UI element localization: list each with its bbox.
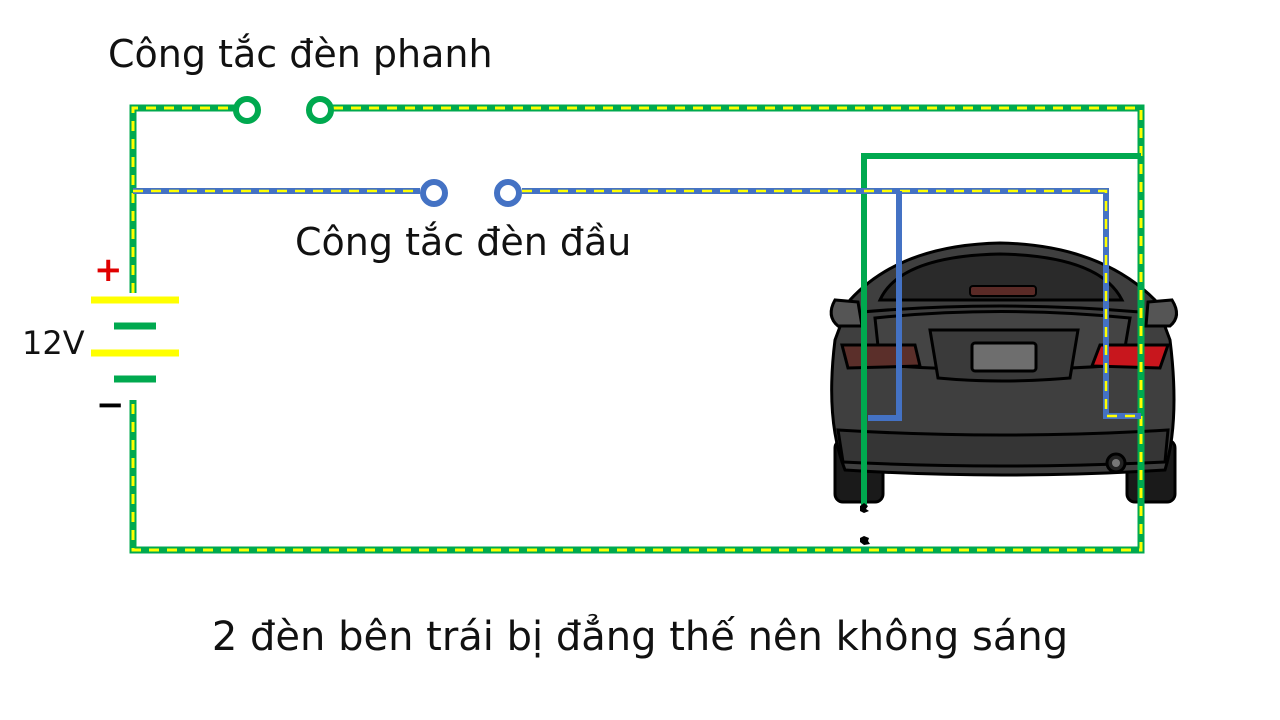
brake-switch-label: Công tắc đèn phanh <box>108 32 493 76</box>
headlight-switch-terminal-right <box>494 179 522 207</box>
headlight-switch-terminal-left <box>420 179 448 207</box>
brake-switch-terminal-left <box>233 96 261 124</box>
brake-circuit-loop <box>129 104 1145 554</box>
minus-sign: − <box>96 385 125 425</box>
battery-voltage-label: 12V <box>22 324 85 362</box>
plus-sign: + <box>94 250 123 290</box>
car-rear-image <box>829 241 1178 504</box>
brake-switch-terminal-right <box>306 96 334 124</box>
battery-12v <box>91 296 179 383</box>
wire-break-marks <box>860 503 870 545</box>
diagram-caption: 2 đèn bên trái bị đẳng thế nên không sán… <box>211 614 1069 660</box>
headlight-circuit <box>133 188 1141 421</box>
headlight-switch-label: Công tắc đèn đầu <box>295 220 632 264</box>
